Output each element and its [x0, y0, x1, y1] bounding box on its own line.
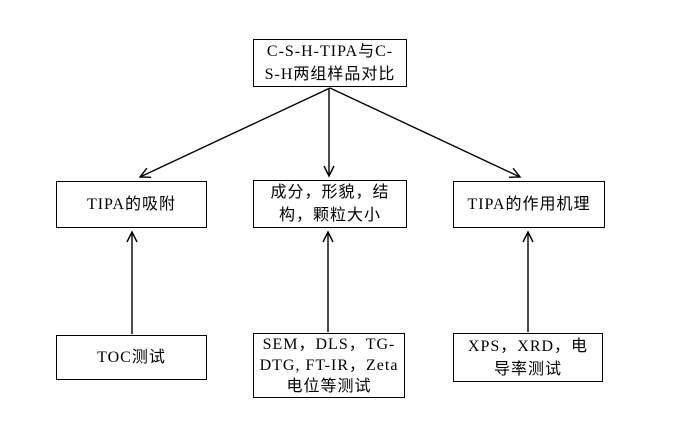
node-label-line: DTG, FT-IR，Zeta: [259, 357, 399, 374]
node-composition-morphology: 成分，形貌，结 构，颗粒大小: [253, 180, 407, 228]
node-label-line: C-S-H-TIPA与C-: [266, 43, 394, 60]
node-label-line: 构，颗粒大小: [278, 207, 381, 224]
node-xps-xrd-tests: XPS，XRD，电 导率测试: [453, 333, 603, 382]
node-tipa-mechanism: TIPA的作用机理: [453, 181, 605, 228]
node-label-line: TIPA的吸附: [86, 196, 177, 213]
node-root-comparison: C-S-H-TIPA与C- S-H两组样品对比: [253, 39, 407, 87]
node-label-line: SEM，DLS，TG-: [262, 336, 396, 353]
node-toc-test: TOC测试: [56, 335, 207, 380]
arrow-root-to-mid-right: [329, 87, 522, 178]
node-sem-dls-tests: SEM，DLS，TG- DTG, FT-IR，Zeta 电位等测试: [253, 333, 405, 398]
node-label-line: TOC测试: [97, 349, 166, 366]
node-tipa-adsorption: TIPA的吸附: [56, 181, 207, 228]
node-label-line: S-H两组样品对比: [264, 66, 396, 83]
arrow-root-to-mid-left: [138, 87, 331, 178]
node-label-line: 成分，形貌，结: [270, 184, 390, 201]
node-label-line: 导率测试: [493, 360, 562, 378]
node-label-line: XPS，XRD，电: [467, 337, 589, 355]
node-label-line: TIPA的作用机理: [467, 196, 591, 213]
node-label-line: 电位等测试: [286, 378, 372, 395]
